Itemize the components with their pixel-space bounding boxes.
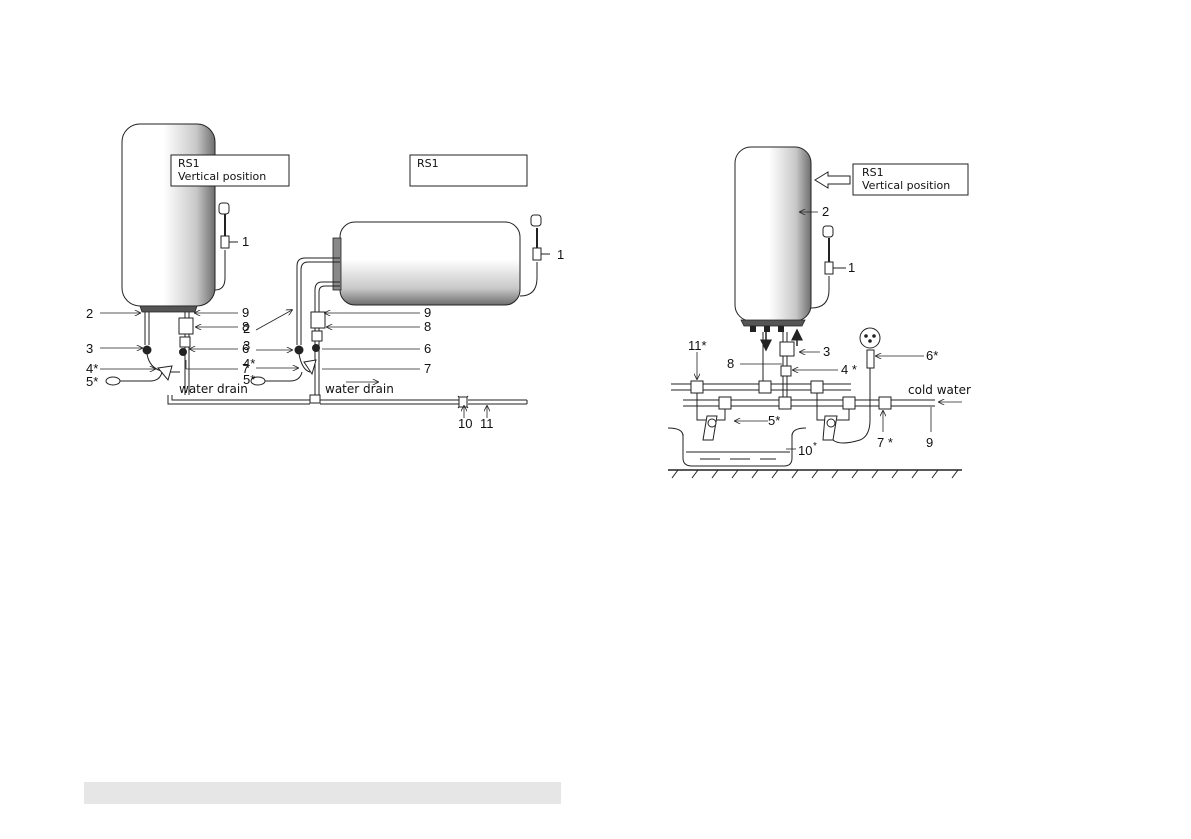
label-9-right: 9 (926, 435, 933, 450)
label-8-right: 8 (727, 356, 734, 371)
label-4-vertical: 4* (86, 361, 98, 376)
box-subtitle: Vertical position (178, 170, 266, 183)
label-11-right: 11* (688, 338, 707, 353)
box-title: RS1 (178, 157, 200, 170)
label-10-right: 10 (798, 443, 812, 458)
label-6-vertical: 6 (242, 341, 249, 356)
water-drain-label-1: water drain (179, 382, 248, 396)
label-5-vertical: 5* (86, 374, 98, 389)
box-title: RS1 (862, 166, 884, 179)
arrow-left-icon (814, 171, 851, 189)
right-power-cable (810, 225, 846, 309)
horizontal-leader-lines (255, 310, 487, 418)
label-3-vertical: 3 (86, 341, 93, 356)
right-leader-lines (697, 212, 962, 450)
horizontal-plumbing (294, 257, 528, 409)
label-8-horizontal: 8 (424, 319, 431, 334)
label-6-right: 6* (926, 348, 938, 363)
vertical-water-heater (121, 123, 216, 313)
horizontal-water-heater (332, 221, 521, 306)
water-drain-label-2: water drain (325, 382, 394, 396)
label-3-right: 3 (823, 344, 830, 359)
label-2-vertical: 2 (86, 306, 93, 321)
label-2-right: 2 (822, 204, 829, 219)
label-1-right: 1 (848, 260, 855, 275)
rs1-box-right: RS1 Vertical position (814, 163, 969, 196)
rs1-vertical-box: RS1 Vertical position (170, 154, 290, 187)
label-2-horizontal: 2 (243, 321, 250, 336)
drain-hose-left (105, 371, 303, 386)
right-pipework (667, 327, 935, 467)
cold-water-label: cold water (908, 383, 971, 397)
vertical-power-cable (214, 202, 238, 291)
label-7-horizontal: 7 (424, 361, 431, 376)
label-10: 10 (458, 416, 472, 431)
label-4-horizontal: 4* (243, 356, 255, 371)
box-subtitle: Vertical position (862, 179, 950, 192)
label-9-horizontal: 9 (424, 305, 431, 320)
horizontal-power-cable (519, 214, 550, 297)
vertical-plumbing (142, 312, 310, 405)
flow-arrows (760, 328, 803, 352)
footer-bar (84, 782, 561, 804)
label-10-star: * (813, 441, 817, 452)
label-9-vertical: 9 (242, 305, 249, 320)
wall-water-heater (734, 146, 812, 332)
label-6-horizontal: 6 (424, 341, 431, 356)
label-8-vertical: 8 (242, 319, 249, 334)
vertical-leader-lines (100, 313, 238, 369)
rs1-horizontal-box: RS1 (409, 154, 528, 187)
label-4-right: 4 * (841, 362, 857, 377)
label-1-horizontal: 1 (557, 247, 564, 262)
label-5-right: 5* (768, 413, 780, 428)
label-3-horizontal: 3 (243, 338, 250, 353)
right-diagram: RS1 Vertical position (667, 146, 971, 479)
box-title: RS1 (417, 157, 439, 170)
label-1-vertical: 1 (242, 234, 249, 249)
left-diagram: RS1 Vertical position RS1 (86, 123, 564, 431)
label-7-right: 7 * (877, 435, 893, 450)
floor-line (668, 469, 962, 479)
label-5-horizontal: 5* (243, 372, 255, 387)
label-11: 11 (480, 416, 494, 431)
label-7-vertical: 7 (242, 361, 249, 376)
